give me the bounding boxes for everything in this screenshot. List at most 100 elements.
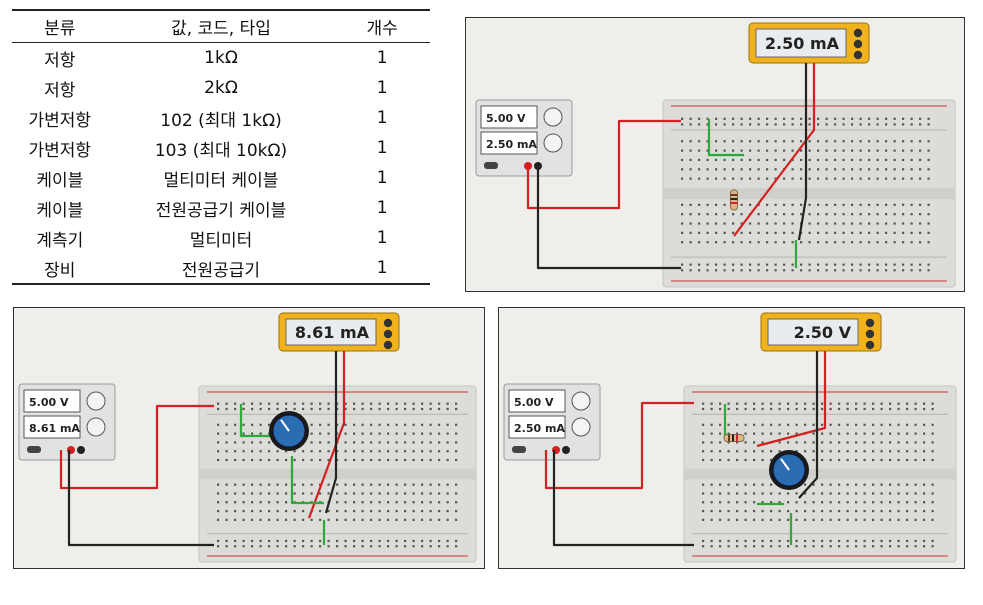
breadboard-hole: [906, 432, 909, 435]
breadboard-hole: [344, 509, 347, 513]
breadboard-hole: [834, 263, 837, 266]
breadboard-hole: [910, 231, 913, 234]
breadboard-hole: [438, 441, 441, 444]
breadboard-hole: [740, 149, 743, 152]
breadboard-hole: [914, 441, 917, 444]
breadboard-hole: [353, 432, 356, 435]
breadboard-hole: [863, 501, 866, 504]
breadboard-hole: [791, 241, 794, 244]
breadboard-hole: [702, 423, 705, 426]
breadboard-hole: [268, 518, 271, 521]
breadboard-hole: [787, 402, 790, 405]
breadboard-hole: [702, 483, 705, 486]
breadboard-hole: [919, 222, 922, 225]
breadboard-hole: [710, 423, 713, 426]
breadboard-hole: [710, 509, 713, 513]
breadboard-hole: [412, 402, 415, 405]
breadboard-hole: [412, 441, 415, 444]
breadboard-hole: [681, 263, 684, 266]
breadboard-hole: [757, 158, 760, 162]
breadboard-hole: [719, 458, 722, 462]
breadboard-hole: [783, 263, 786, 266]
breadboard-hole: [361, 458, 364, 462]
breadboard-hole: [893, 158, 896, 162]
breadboard-hole: [770, 492, 773, 495]
breadboard-hole: [842, 158, 845, 162]
breadboard-hole: [829, 450, 832, 453]
breadboard-hole: [757, 140, 760, 143]
breadboard-hole: [719, 509, 722, 513]
breadboard-hole: [787, 423, 790, 426]
breadboard-hole: [327, 492, 330, 495]
breadboard-hole: [370, 450, 373, 453]
breadboard-hole: [710, 458, 713, 462]
breadboard-hole: [753, 407, 756, 411]
breadboard-hole: [800, 177, 803, 180]
breadboard-hole: [906, 545, 909, 548]
breadboard-hole: [889, 432, 892, 435]
breadboard-hole: [876, 241, 879, 244]
breadboard-hole: [902, 203, 905, 206]
breadboard-hole: [817, 269, 820, 272]
potentiometer-pointer: [780, 458, 790, 471]
breadboard-hole: [774, 117, 777, 120]
breadboard-hole: [906, 501, 909, 504]
breadboard-hole: [834, 140, 837, 143]
breadboard-hole: [395, 402, 398, 405]
breadboard-hole: [242, 441, 245, 444]
breadboard-hole: [923, 539, 926, 543]
power-supply: 5.00 V2.50 mA: [503, 383, 601, 461]
cell-count: 1: [376, 168, 388, 188]
voltage-knob-icon: [86, 391, 106, 411]
breadboard-hole: [778, 423, 781, 426]
breadboard-hole: [370, 402, 373, 405]
breadboard-hole: [378, 501, 381, 504]
breadboard-hole: [846, 407, 849, 411]
breadboard-hole: [778, 492, 781, 495]
breadboard-hole: [889, 539, 892, 543]
breadboard-hole: [753, 518, 756, 521]
breadboard-hole: [846, 518, 849, 521]
breadboard-hole: [783, 269, 786, 272]
negative-terminal: [77, 446, 85, 454]
breadboard-hole: [834, 269, 837, 272]
breadboard-hole: [761, 492, 764, 495]
breadboard-hole: [302, 539, 305, 543]
breadboard-hole: [795, 539, 798, 543]
breadboard-hole: [702, 492, 705, 495]
breadboard-hole: [378, 492, 381, 495]
breadboard-hole: [378, 545, 381, 548]
breadboard-hole: [923, 492, 926, 495]
breadboard-hole: [378, 407, 381, 411]
breadboard-hole: [834, 123, 837, 126]
voltage-knob-icon: [571, 391, 591, 411]
breadboard-hole: [319, 432, 322, 435]
breadboard-hole: [259, 402, 262, 405]
breadboard-hole: [761, 518, 764, 521]
breadboard-hole: [821, 539, 824, 543]
breadboard-hole: [268, 539, 271, 543]
breadboard-hole: [914, 509, 917, 513]
breadboard-hole: [276, 545, 279, 548]
breadboard-hole: [740, 158, 743, 162]
breadboard-hole: [919, 241, 922, 244]
breadboard-hole: [774, 140, 777, 143]
cell-category: 케이블: [36, 170, 84, 191]
breadboard-hole: [710, 545, 713, 548]
breadboard-hole: [455, 518, 458, 521]
power-supply: 5.00 V2.50 mA: [475, 99, 573, 177]
current-display: [480, 131, 538, 155]
breadboard-hole: [778, 450, 781, 453]
breadboard-hole: [234, 450, 237, 453]
breadboard-hole: [821, 518, 824, 521]
breadboard-hole: [800, 269, 803, 272]
breadboard-hole: [217, 509, 220, 513]
negative-terminal: [534, 162, 542, 170]
breadboard-hole: [327, 509, 330, 513]
breadboard-hole: [302, 450, 305, 453]
breadboard-hole: [740, 269, 743, 272]
breadboard-hole: [455, 501, 458, 504]
breadboard-hole: [931, 501, 934, 504]
breadboard-hole: [689, 222, 692, 225]
breadboard-hole: [387, 458, 390, 462]
